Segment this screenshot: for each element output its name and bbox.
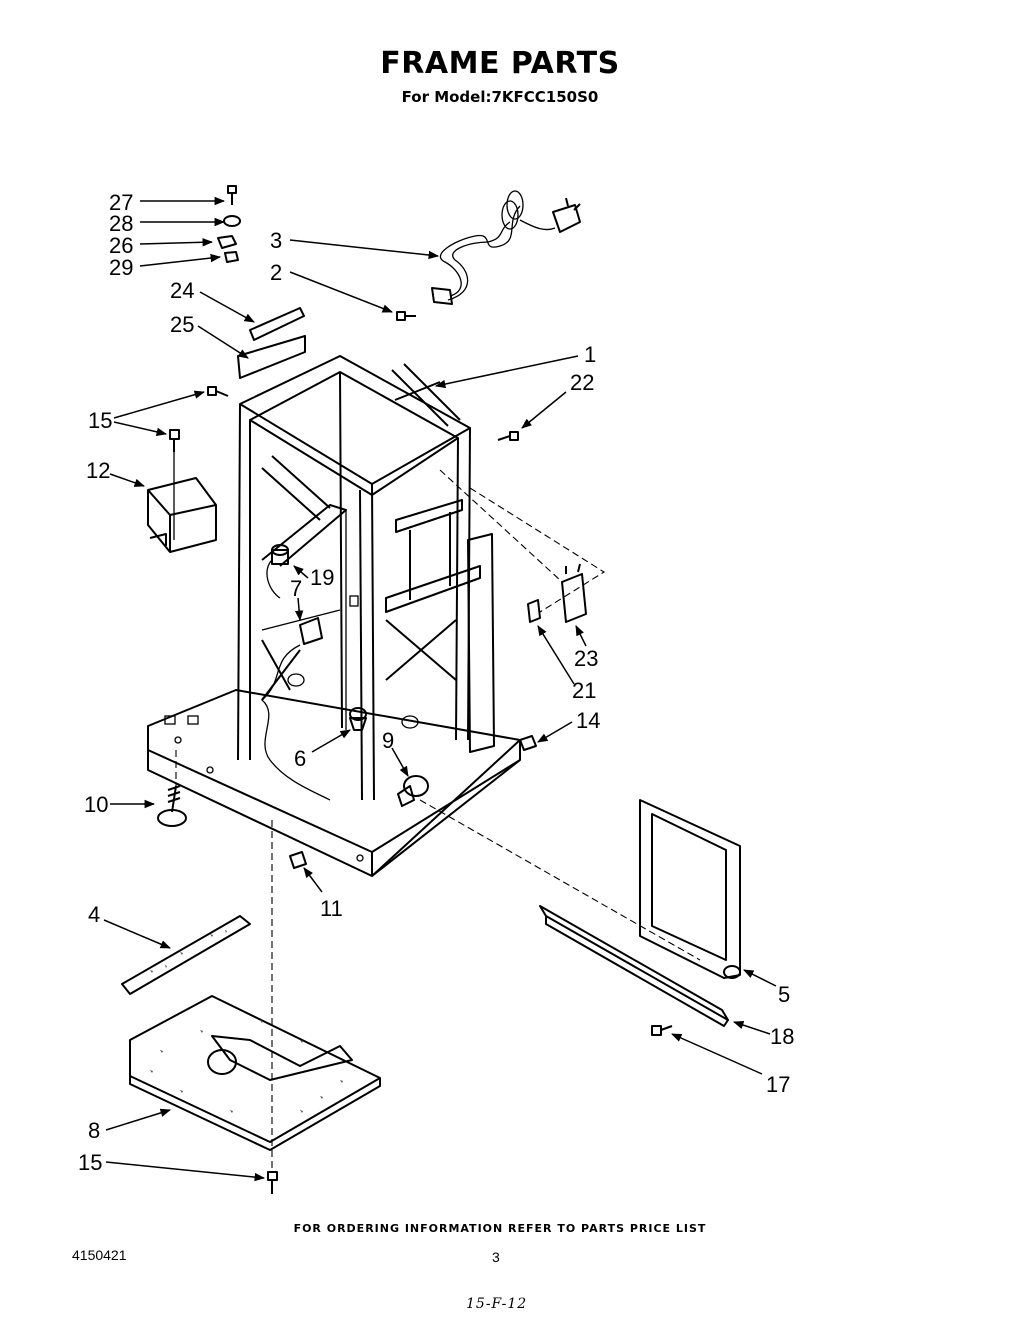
callout-4: 4 (88, 902, 100, 927)
fan-guide (419, 799, 701, 961)
relay-23-part (561, 563, 587, 623)
screw-22-part (497, 431, 519, 441)
screw-15-lower-part (267, 1171, 278, 1194)
callout-29: 29 (109, 255, 133, 280)
fan-9-part (397, 775, 429, 807)
callout-17: 17 (766, 1072, 790, 1097)
nut-11-part (289, 851, 307, 869)
callout-18: 18 (770, 1024, 794, 1049)
callout-3: 3 (270, 228, 282, 253)
screw-27-part (227, 185, 237, 205)
power-cord-3-part (431, 190, 581, 305)
callout-15-lower: 15 (78, 1150, 102, 1175)
damper-6-part (349, 707, 367, 731)
main-frame-1-part (147, 355, 521, 877)
callout-2: 2 (270, 260, 282, 285)
cover-12-part (147, 452, 217, 553)
washer-28-part (223, 215, 241, 227)
screw-15-upper-part (169, 386, 229, 452)
thermostat-19-part (266, 544, 289, 599)
bracket-25-part (237, 335, 306, 379)
callout-1: 1 (584, 342, 596, 367)
callout-12: 12 (86, 458, 110, 483)
callout-labels: 27 28 26 29 3 2 24 25 1 22 15 12 19 7 23… (78, 190, 794, 1175)
callout-28: 28 (109, 211, 133, 236)
callout-22: 22 (570, 370, 594, 395)
nut-14-part (519, 735, 537, 751)
screw-17-part (651, 1025, 673, 1036)
screw-2-part (396, 311, 416, 321)
callout-24: 24 (170, 278, 194, 303)
callout-21: 21 (572, 678, 596, 703)
door-frame-5-part (639, 799, 741, 979)
callout-9: 9 (382, 728, 394, 753)
switch-7-part (299, 617, 323, 645)
callout-11: 11 (320, 896, 343, 921)
handwritten-note: 15-F-12 (466, 1296, 528, 1312)
callout-25: 25 (170, 312, 194, 337)
callout-23: 23 (574, 646, 598, 671)
callout-19: 19 (310, 565, 334, 590)
strip-24-part (249, 307, 305, 341)
callout-5: 5 (778, 982, 790, 1007)
callout-26: 26 (109, 233, 133, 258)
nut-29-part (224, 251, 239, 263)
callout-15-upper: 15 (88, 408, 112, 433)
callout-10: 10 (84, 792, 108, 817)
callout-6: 6 (294, 746, 306, 771)
base-pan-8-part (129, 995, 381, 1151)
relay-mount-guide (439, 469, 606, 613)
leader-lines (103, 196, 777, 1182)
callout-27: 27 (109, 190, 133, 215)
document-number: 4150421 (72, 1247, 127, 1263)
rail-18-part (539, 905, 729, 1027)
clip-21-part (527, 599, 541, 623)
clamp-26-part (217, 235, 237, 249)
callout-7: 7 (290, 576, 302, 601)
callout-14: 14 (576, 708, 600, 733)
insulation-strip-4-part (121, 915, 251, 995)
page-title: FRAME PARTS (380, 46, 620, 81)
model-subtitle: For Model:7KFCC150S0 (401, 88, 599, 106)
callout-8: 8 (88, 1118, 100, 1143)
ordering-note: FOR ORDERING INFORMATION REFER TO PARTS … (293, 1222, 707, 1235)
page-number: 3 (492, 1249, 500, 1265)
leveling-leg-10-part (157, 785, 187, 827)
